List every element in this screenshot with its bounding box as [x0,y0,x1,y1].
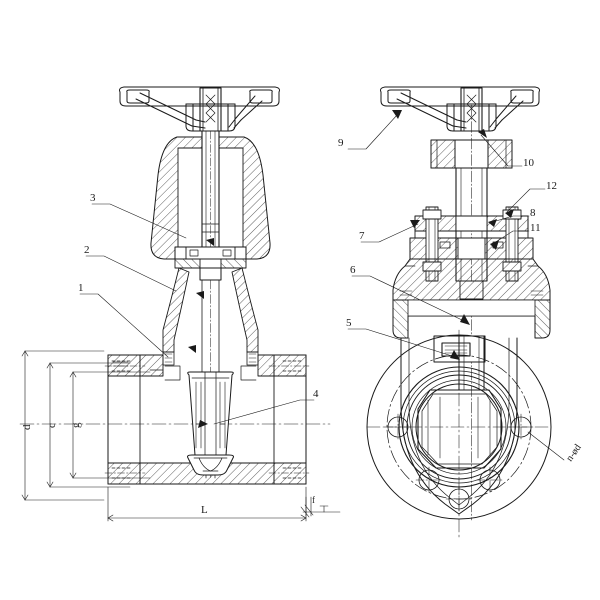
gate-top-right [433,335,486,391]
leader-lines [79,110,565,461]
callout-7: 7 [359,230,365,242]
callout-12: 12 [546,180,557,192]
valve-neck-left [162,267,259,479]
dimension-label-g: g [70,422,82,429]
gate-wedge-left [187,371,234,479]
left-section-view [19,86,341,522]
callout-1: 1 [78,282,84,294]
callout-3: 3 [90,192,96,204]
valve-body-dome-right [392,258,551,339]
dimension-label-c: c [46,423,58,428]
callout-10: 10 [523,157,534,169]
callout-5: 5 [346,317,352,329]
callout-9: 9 [338,137,344,149]
dimension-lines-left [21,350,341,522]
dimension-label-f: f [312,495,315,505]
right-combined-view [366,86,552,541]
callout-11: 11 [530,222,541,234]
callout-6: 6 [350,264,356,276]
handwheel-left [119,86,280,132]
callout-8: 8 [530,207,536,219]
gland-left [174,246,247,269]
valve-body-left [19,354,331,485]
handwheel-right [380,86,540,132]
dimension-label-d: d [21,424,33,431]
dimension-label-L: L [201,504,208,516]
callout-4: 4 [313,388,319,400]
bolt-holes [384,413,535,513]
front-flange-face [366,329,552,541]
stem-nut-left [199,87,222,132]
callout-2: 2 [84,244,90,256]
